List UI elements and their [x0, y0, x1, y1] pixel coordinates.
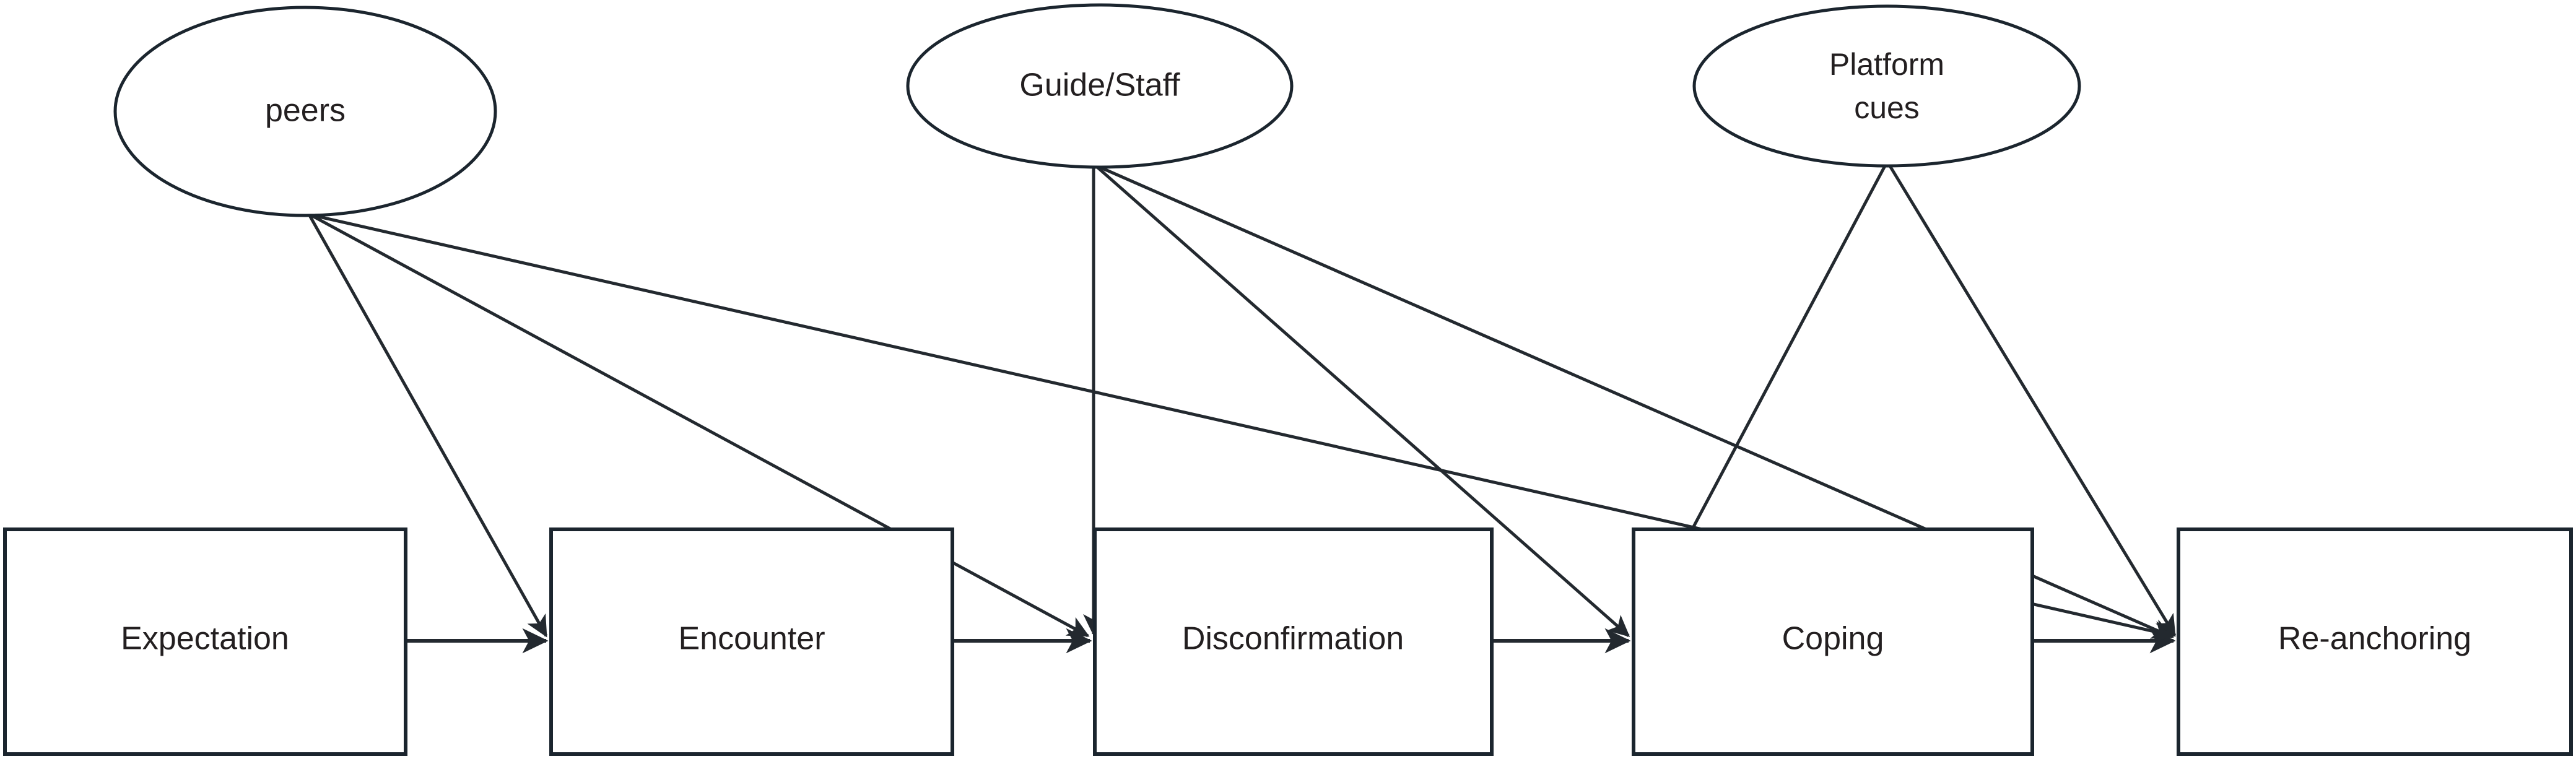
platform-cues-label-line2: cues [1854, 90, 1920, 125]
edge-guide-staff-to-coping [1096, 166, 1630, 637]
guide-staff-label: Guide/Staff [1019, 67, 1180, 103]
platform-cues-label-line1: Platform [1829, 47, 1944, 82]
disconfirmation-label: Disconfirmation [1182, 621, 1404, 657]
node-re-anchoring[interactable]: Re-anchoring [2177, 527, 2573, 756]
encounter-label: Encounter [678, 621, 825, 657]
coping-box[interactable] [1632, 527, 2034, 756]
platform-cues-ellipse[interactable] [1692, 4, 2081, 168]
encounter-box[interactable] [549, 527, 954, 756]
node-encounter[interactable]: Encounter [549, 527, 954, 756]
peers-ellipse[interactable] [113, 6, 497, 217]
node-platform-cues[interactable]: Platform cues [1692, 4, 2081, 168]
node-coping[interactable]: Coping [1632, 527, 2034, 756]
observed-nodes-group: Expectation Encounter Disconfirmation Co… [3, 527, 2573, 756]
node-guide-staff[interactable]: Guide/Staff [906, 3, 1294, 169]
guide-staff-ellipse[interactable] [906, 3, 1294, 169]
edge-peers-to-disconfirmation [310, 214, 1090, 638]
node-expectation[interactable]: Expectation [3, 527, 407, 756]
node-peers[interactable]: peers [113, 6, 497, 217]
expectation-box[interactable] [3, 527, 407, 756]
node-disconfirmation[interactable]: Disconfirmation [1093, 527, 1494, 756]
peers-label: peers [265, 93, 346, 129]
edge-platform-cues-to-re-anchoring [1888, 165, 2177, 637]
coping-label: Coping [1782, 621, 1884, 657]
latent-nodes-group: peers Guide/Staff Platform cues [113, 3, 2081, 217]
disconfirmation-box[interactable] [1093, 527, 1494, 756]
re-anchoring-label: Re-anchoring [2278, 621, 2471, 657]
expectation-label: Expectation [121, 621, 289, 657]
edge-peers-to-encounter [308, 214, 548, 638]
re-anchoring-box[interactable] [2177, 527, 2573, 756]
